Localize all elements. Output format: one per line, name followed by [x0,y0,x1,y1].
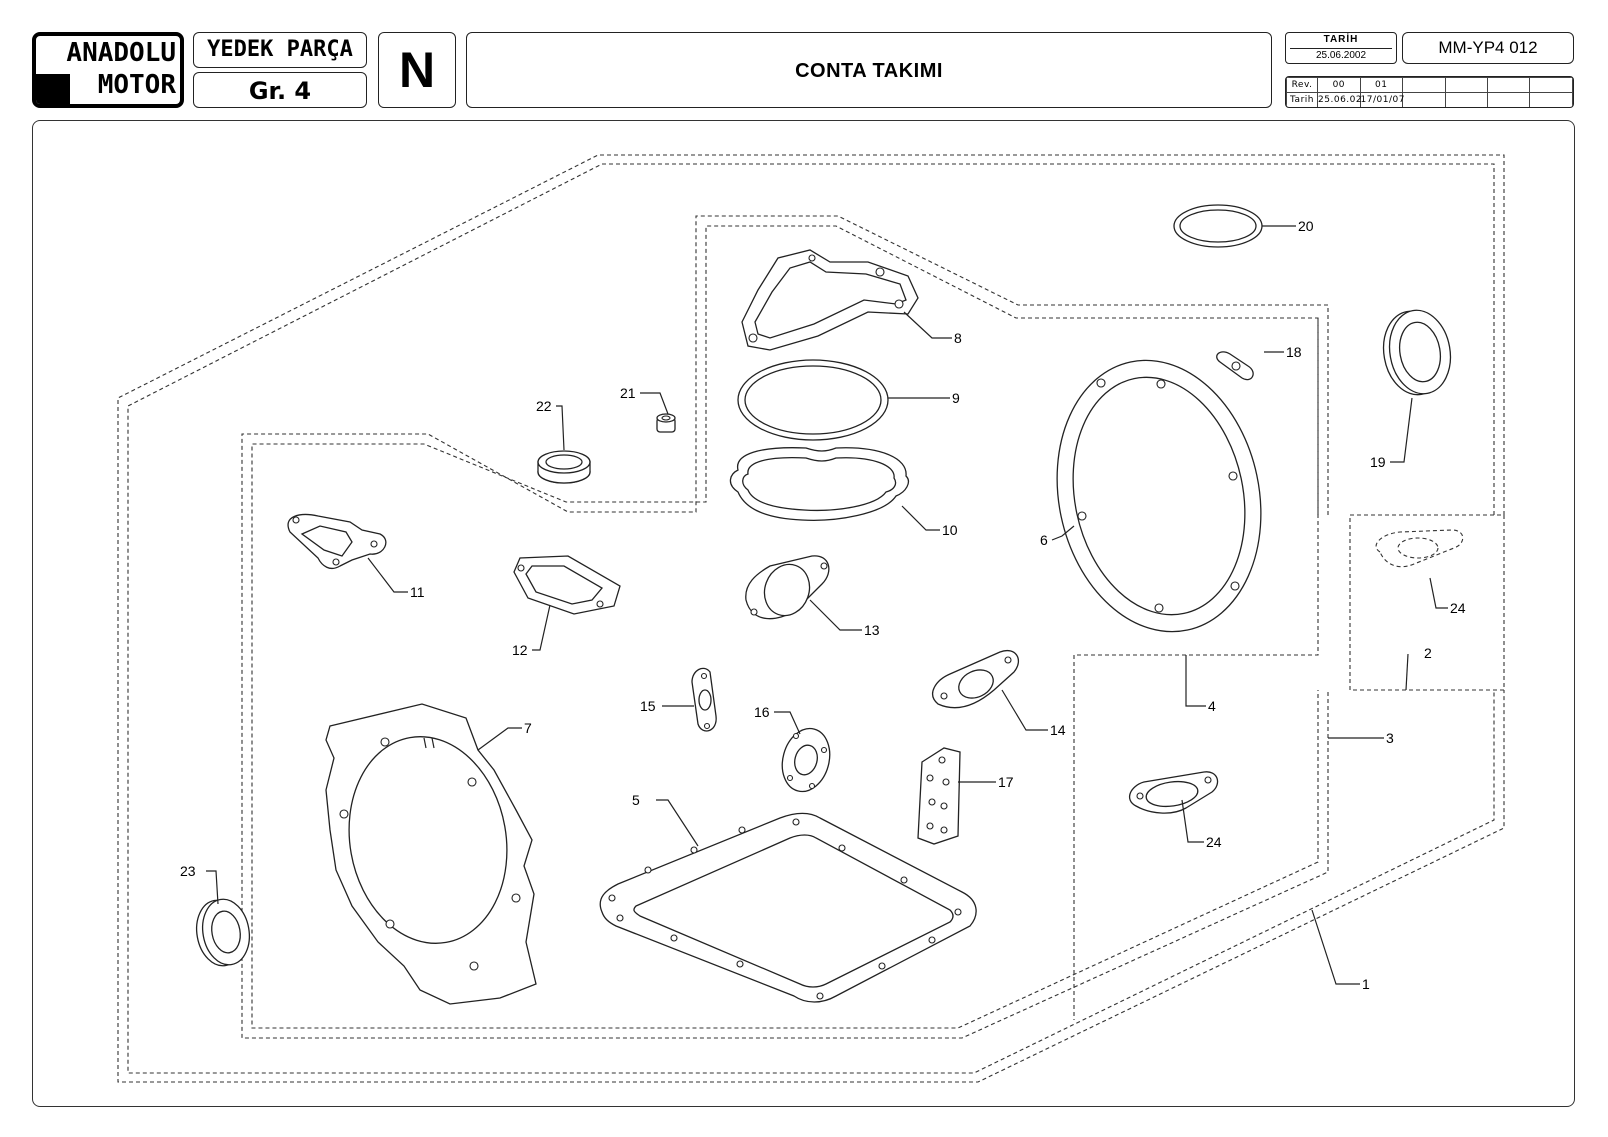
date-divider [1290,48,1392,49]
callout-20: 20 [1298,218,1314,234]
kit-outline-3 [241,215,1329,1039]
group-label: Gr. 4 [248,77,312,105]
callout-14: 14 [1050,722,1066,738]
anadolu-motor-logo: ANADOLU MOTOR [32,32,184,108]
revision-date-row: Tarih 25.06.02 17/01/07 [1286,92,1573,107]
callout-22: 22 [536,398,552,414]
rev-date-cell: 25.06.02 [1317,92,1362,107]
oil-pan-gasket-5 [599,812,977,1003]
oval-gasket-9 [737,359,889,441]
gasket-14 [932,649,1019,709]
date-label: TARİH [1323,34,1359,45]
drawing-frame [32,120,1575,1107]
callout-19: 19 [1370,454,1386,470]
callout-18: 18 [1286,344,1302,360]
seal-23 [195,898,251,967]
large-gasket-6 [1056,359,1262,633]
section-title: YEDEK PARÇA [207,37,353,62]
flange-gasket-24-dashed [1375,529,1464,568]
rev-date-cell: 17/01/07 [1359,92,1404,107]
callout-1: 1 [1362,976,1370,992]
oil-seal-22 [537,450,591,484]
gasket-16 [781,727,831,793]
callout-24a: 24 [1450,600,1466,616]
date-box: TARİH 25.06.2002 [1285,32,1397,64]
section-title-box: YEDEK PARÇA [193,32,367,68]
callout-6: 6 [1040,532,1048,548]
logo-square [36,74,70,104]
title-box: CONTA TAKIMI [466,32,1272,108]
valve-cover-gasket-8 [741,249,919,351]
gasket-17 [917,747,961,845]
logo-line1: ANADOLU [66,38,176,68]
callout-9: 9 [952,390,960,406]
doc-code-box: MM-YP4 012 [1402,32,1574,64]
gasket-11 [287,513,387,570]
kit-outline-2 [1349,514,1505,691]
leader-lines [206,225,1448,985]
group-box: Gr. 4 [193,72,367,108]
callout-13: 13 [864,622,880,638]
rear-plate-gasket-7 [325,703,537,1005]
callout-10: 10 [942,522,958,538]
page-title: CONTA TAKIMI [795,60,943,82]
crank-seal-19 [1382,309,1452,396]
callout-8: 8 [954,330,962,346]
kit-outline-1 [117,154,1505,1083]
callout-17: 17 [998,774,1014,790]
callout-15: 15 [640,698,656,714]
small-gasket-18 [1216,351,1254,381]
date-value: 25.06.2002 [1315,50,1367,61]
gasket-13 [745,555,830,620]
model-letter: N [398,42,436,98]
callout-4: 4 [1208,698,1216,714]
callout-11: 11 [410,584,425,600]
callout-23: 23 [180,863,196,879]
callout-2: 2 [1424,645,1432,661]
callout-16: 16 [754,704,770,720]
callout-labels: 20 8 9 10 21 22 18 19 6 24 2 4 3 1 11 12… [180,218,1466,992]
revision-table: Rev. 00 01 Tarih 25.06.02 17/01/07 [1285,76,1574,108]
model-letter-box: N [378,32,456,108]
logo-line2: MOTOR [97,70,176,100]
gasket-12 [513,555,621,615]
rev-date-cell [1529,92,1573,107]
callout-21: 21 [620,385,636,401]
head-gasket-10 [729,447,910,521]
callout-12: 12 [512,642,528,658]
callout-3: 3 [1386,730,1394,746]
gasket-15 [691,667,717,732]
rev-date-cell [1486,92,1531,107]
o-ring-20 [1173,204,1263,248]
callout-5: 5 [632,792,640,808]
doc-code: MM-YP4 012 [1438,38,1538,57]
callout-7: 7 [524,720,532,736]
kit-outline-4 [1073,318,1319,1020]
flange-gasket-24 [1128,771,1219,814]
callout-24b: 24 [1206,834,1222,850]
valve-seal-21 [656,413,676,433]
